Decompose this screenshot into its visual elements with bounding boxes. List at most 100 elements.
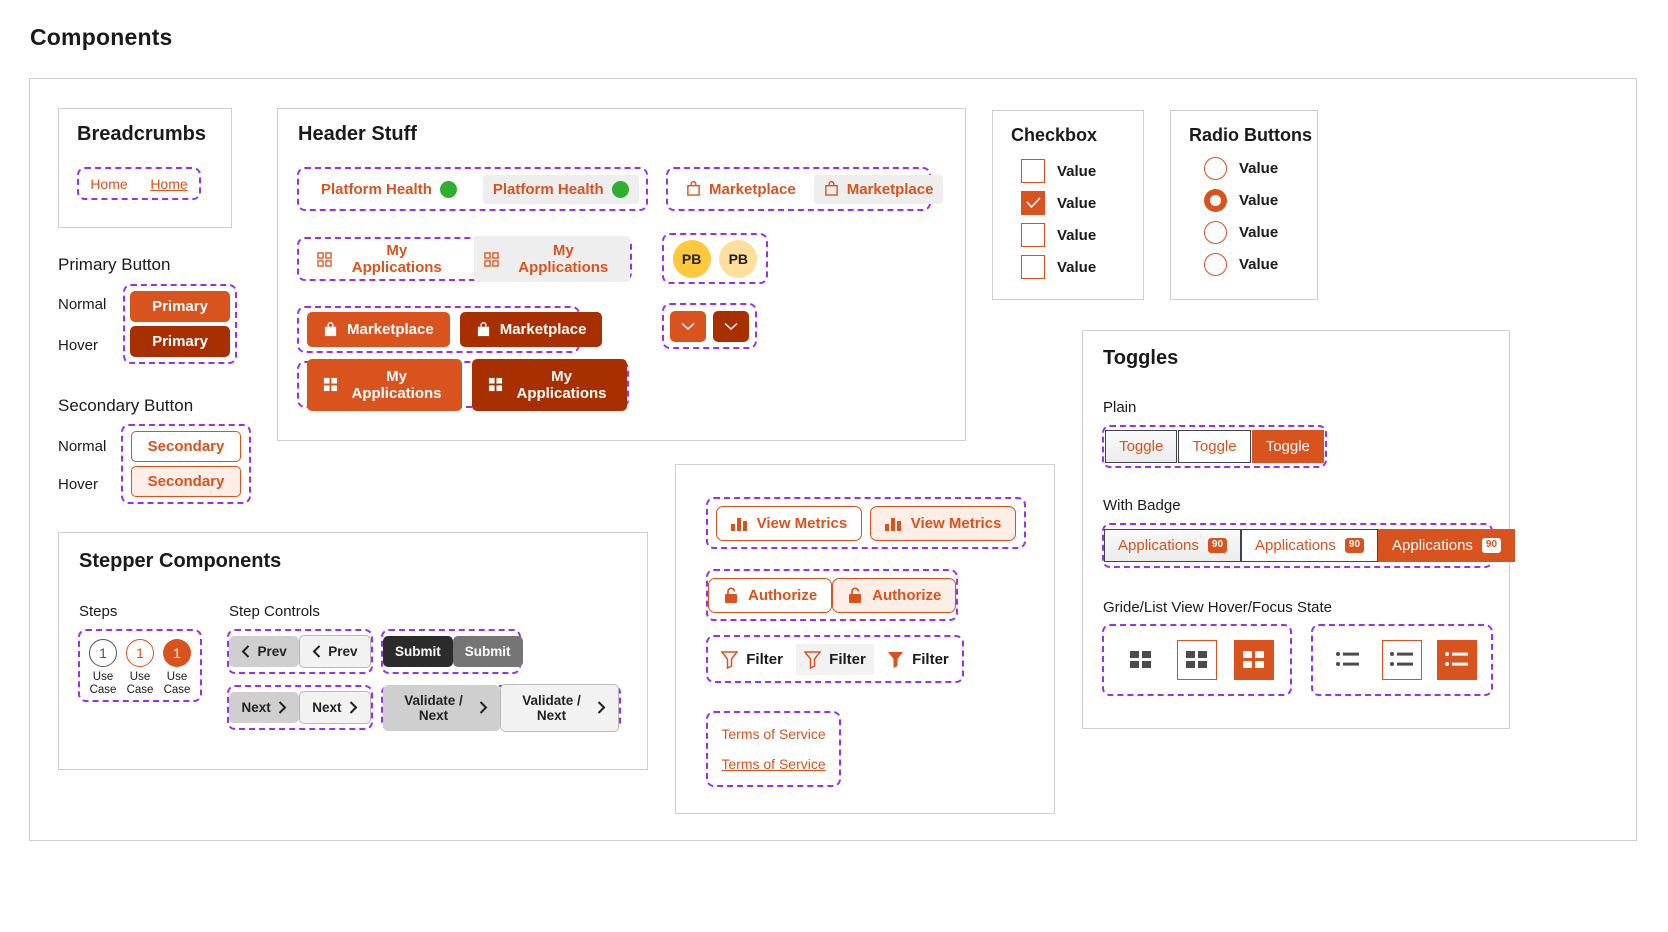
my-applications-ghost-normal[interactable]: My Applications bbox=[307, 236, 464, 282]
toggle-hover[interactable]: Toggle bbox=[1105, 430, 1178, 463]
next-button-normal[interactable]: Next bbox=[229, 692, 299, 723]
radio-icon-selected[interactable] bbox=[1204, 189, 1227, 212]
toggle-badge-normal[interactable]: Applications 90 bbox=[1241, 529, 1379, 562]
platform-health-label-hover: Platform Health bbox=[492, 180, 604, 198]
validate-button-normal[interactable]: Validate / Next bbox=[383, 684, 500, 731]
badge-count: 90 bbox=[1207, 538, 1228, 553]
marketplace-filled-hover[interactable]: Marketplace bbox=[459, 312, 603, 347]
next-button-hover[interactable]: Next bbox=[299, 691, 371, 724]
primary-button-group: Primary Primary bbox=[123, 284, 237, 364]
radio-row[interactable]: Value bbox=[1204, 253, 1278, 276]
primary-button-hover[interactable]: Primary bbox=[130, 326, 230, 358]
radio-title: Radio Buttons bbox=[1189, 125, 1312, 145]
radio-row[interactable]: Value bbox=[1204, 189, 1278, 212]
prev-button-normal[interactable]: Prev bbox=[229, 636, 299, 667]
radio-row[interactable]: Value bbox=[1204, 157, 1278, 180]
avatar-light[interactable]: PB bbox=[719, 239, 758, 278]
checkbox-label: Value bbox=[1057, 162, 1097, 180]
marketplace-ghost-normal[interactable]: Marketplace bbox=[676, 175, 806, 204]
toggle-badge-label: Applications bbox=[1392, 537, 1473, 554]
platform-health-group: Platform Health Platform Health bbox=[297, 167, 648, 211]
marketplace-filled-normal[interactable]: Marketplace bbox=[307, 312, 450, 347]
radio-icon[interactable] bbox=[1204, 157, 1227, 180]
my-applications-ghost-hover[interactable]: My Applications bbox=[473, 236, 630, 282]
radio-row[interactable]: Value bbox=[1204, 221, 1278, 244]
checkbox-row[interactable]: Value bbox=[1021, 191, 1096, 215]
view-metrics-hover[interactable]: View Metrics bbox=[869, 505, 1017, 541]
primary-button-section: Primary Button bbox=[58, 255, 170, 275]
breadcrumb-item-home-hover[interactable]: Home bbox=[150, 175, 188, 192]
terms-link-normal[interactable]: Terms of Service bbox=[721, 726, 826, 743]
primary-button-normal[interactable]: Primary bbox=[130, 290, 230, 322]
toggle-badge-hover[interactable]: Applications 90 bbox=[1104, 529, 1242, 562]
breadcrumb-item-home[interactable]: Home bbox=[90, 175, 128, 192]
my-applications-filled-normal[interactable]: My Applications bbox=[307, 358, 462, 411]
secondary-button-hover[interactable]: Secondary bbox=[131, 466, 241, 498]
platform-health-hover[interactable]: Platform Health bbox=[482, 174, 639, 204]
chevron-left-icon-hover bbox=[312, 645, 321, 658]
authorize-hover[interactable]: Authorize bbox=[832, 577, 957, 613]
secondary-button-normal[interactable]: Secondary bbox=[131, 430, 241, 462]
my-applications-ghost-group: My Applications My Applications bbox=[297, 236, 632, 282]
checkbox-row[interactable]: Value bbox=[1021, 255, 1096, 279]
checkbox-icon[interactable] bbox=[1021, 255, 1045, 279]
toggle-badge-group: Applications 90 Applications 90 Applicat… bbox=[1102, 523, 1516, 568]
checkbox-icon-checked[interactable] bbox=[1021, 191, 1045, 215]
filter-selected[interactable]: Filter bbox=[879, 644, 957, 675]
checkbox-icon[interactable] bbox=[1021, 159, 1045, 183]
list-view-selected[interactable] bbox=[1436, 640, 1477, 680]
dropdown-group bbox=[662, 303, 757, 349]
view-metrics-normal[interactable]: View Metrics bbox=[715, 505, 863, 541]
authorize-normal[interactable]: Authorize bbox=[708, 577, 833, 613]
toggle-badge-selected[interactable]: Applications 90 bbox=[1378, 529, 1516, 562]
secondary-button-group: Secondary Secondary bbox=[121, 424, 251, 504]
validate-button-group: Validate / Next Validate / Next bbox=[381, 683, 621, 732]
my-applications-filled-hover[interactable]: My Applications bbox=[472, 358, 627, 411]
toggles-view-label: Gride/List View Hover/Focus State bbox=[1103, 599, 1332, 616]
radio-icon[interactable] bbox=[1204, 253, 1227, 276]
actions-card: View Metrics View Metrics Authorize Auth… bbox=[675, 464, 1055, 814]
breadcrumbs-title: Breadcrumbs bbox=[77, 123, 206, 145]
dropdown-button-normal[interactable] bbox=[670, 310, 707, 342]
marketplace-filled-group: Marketplace Marketplace bbox=[297, 306, 603, 353]
checkbox-title: Checkbox bbox=[1011, 125, 1098, 145]
steps-label: Steps bbox=[79, 603, 118, 620]
radio-icon[interactable] bbox=[1204, 221, 1227, 244]
chevron-right-icon bbox=[479, 701, 488, 714]
toggle-plain-group: Toggle Toggle Toggle bbox=[1102, 425, 1327, 468]
secondary-hover-label: Hover bbox=[58, 476, 99, 493]
checkbox-row[interactable]: Value bbox=[1021, 223, 1096, 247]
terms-link-hover[interactable]: Terms of Service bbox=[721, 755, 826, 772]
grid-view-selected[interactable] bbox=[1233, 640, 1274, 680]
dropdown-button-hover[interactable] bbox=[712, 310, 749, 342]
secondary-button-title: Secondary Button bbox=[58, 396, 194, 415]
toggle-selected[interactable]: Toggle bbox=[1251, 430, 1324, 463]
checkbox-row[interactable]: Value bbox=[1021, 159, 1096, 183]
step-controls-label: Step Controls bbox=[229, 603, 320, 620]
checkbox-icon[interactable] bbox=[1021, 223, 1045, 247]
filter-label-selected: Filter bbox=[912, 650, 949, 668]
prev-button-hover[interactable]: Prev bbox=[299, 635, 371, 668]
grid-view-normal[interactable] bbox=[1121, 640, 1161, 680]
avatar[interactable]: PB bbox=[672, 239, 711, 278]
filter-icon bbox=[721, 650, 739, 669]
platform-health-normal[interactable]: Platform Health bbox=[311, 175, 467, 204]
filter-hover[interactable]: Filter bbox=[796, 643, 874, 675]
filter-label-hover: Filter bbox=[829, 650, 866, 668]
grid-view-hover[interactable] bbox=[1177, 640, 1217, 680]
submit-button-hover[interactable]: Submit bbox=[452, 636, 523, 667]
toggle-normal[interactable]: Toggle bbox=[1178, 430, 1251, 463]
filter-normal[interactable]: Filter bbox=[713, 644, 791, 675]
toggles-title: Toggles bbox=[1103, 347, 1179, 369]
toggles-plain-label: Plain bbox=[1103, 399, 1137, 416]
validate-button-hover[interactable]: Validate / Next bbox=[500, 683, 619, 732]
marketplace-ghost-hover[interactable]: Marketplace bbox=[813, 174, 944, 204]
list-view-hover[interactable] bbox=[1382, 640, 1422, 680]
unlock-icon bbox=[723, 587, 739, 604]
submit-button-normal[interactable]: Submit bbox=[383, 636, 453, 667]
list-view-normal[interactable] bbox=[1328, 640, 1368, 680]
